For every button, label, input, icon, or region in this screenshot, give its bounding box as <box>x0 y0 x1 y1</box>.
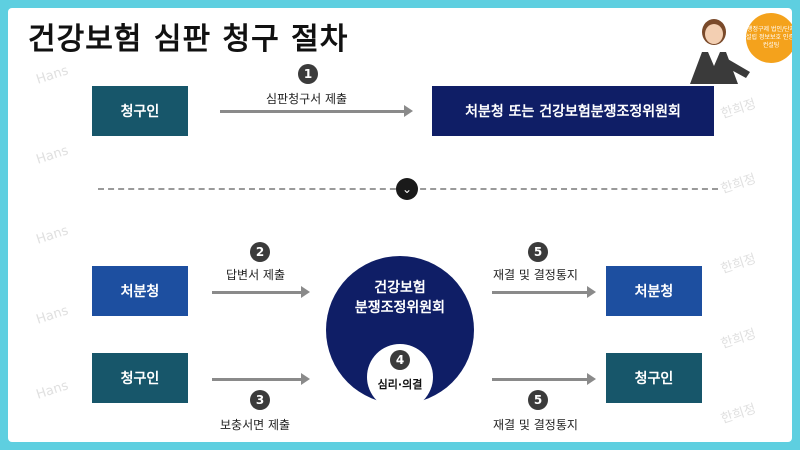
step-3-arrow <box>212 373 310 385</box>
chevron-down-icon: ⌄ <box>396 178 418 200</box>
step-5-top-badge: 5 <box>528 242 548 262</box>
deliberation-circle: 4 심리·의결 <box>367 344 433 410</box>
watermark: Hans <box>34 63 71 88</box>
step-1-label: 심판청구서 제출 <box>266 92 348 106</box>
authority-box-left: 처분청 <box>92 266 188 316</box>
claimant-box-right: 청구인 <box>606 353 702 403</box>
step-4-label: 심리·의결 <box>377 378 423 391</box>
step-5-bottom-arrow <box>492 373 596 385</box>
watermark: 한희정 <box>719 326 758 353</box>
step-2-arrow <box>212 286 310 298</box>
step-3-label: 보충서면 제출 <box>220 418 291 432</box>
step-2-badge: 2 <box>250 242 270 262</box>
watermark: 한희정 <box>719 171 758 198</box>
committee-title: 건강보험 분쟁조정위원회 <box>326 278 474 318</box>
step-5-top-label: 재결 및 결정통지 <box>493 268 578 282</box>
authority-box-right: 처분청 <box>606 266 702 316</box>
claimant-box-top: 청구인 <box>92 86 188 136</box>
watermark: Hans <box>34 223 71 248</box>
watermark: Hans <box>34 303 71 328</box>
step-2-label: 답변서 제출 <box>226 268 286 282</box>
page-title: 건강보험 심판 청구 절차 <box>28 22 349 57</box>
step-1-badge: 1 <box>298 64 318 84</box>
committee-title-line2: 분쟁조정위원회 <box>354 300 446 316</box>
watermark: Hans <box>34 378 71 403</box>
step-1-arrow <box>220 105 413 117</box>
watermark: 한희정 <box>719 96 758 123</box>
step-5-top-arrow <box>492 286 596 298</box>
claimant-box-left: 청구인 <box>92 353 188 403</box>
watermark: 한희정 <box>719 401 758 428</box>
step-4-badge: 4 <box>390 350 410 370</box>
presenter-icon <box>690 19 750 84</box>
watermark: Hans <box>34 143 71 168</box>
watermark: 한희정 <box>719 251 758 278</box>
dispute-committee-circle: 건강보험 분쟁조정위원회 4 심리·의결 <box>326 256 474 410</box>
authority-committee-box: 처분청 또는 건강보험분쟁조정위원회 <box>432 86 714 136</box>
certification-badge: 행정구제 법인/단체 설립 정보보호 인증/컨설팅 <box>746 13 792 63</box>
step-3-badge: 3 <box>250 390 270 410</box>
slide-panel: Hans Hans Hans Hans Hans 한희정 한희정 한희정 한희정… <box>8 8 792 442</box>
committee-title-line1: 건강보험 <box>374 280 426 296</box>
step-5-bottom-badge: 5 <box>528 390 548 410</box>
step-5-bottom-label: 재결 및 결정통지 <box>493 418 578 432</box>
